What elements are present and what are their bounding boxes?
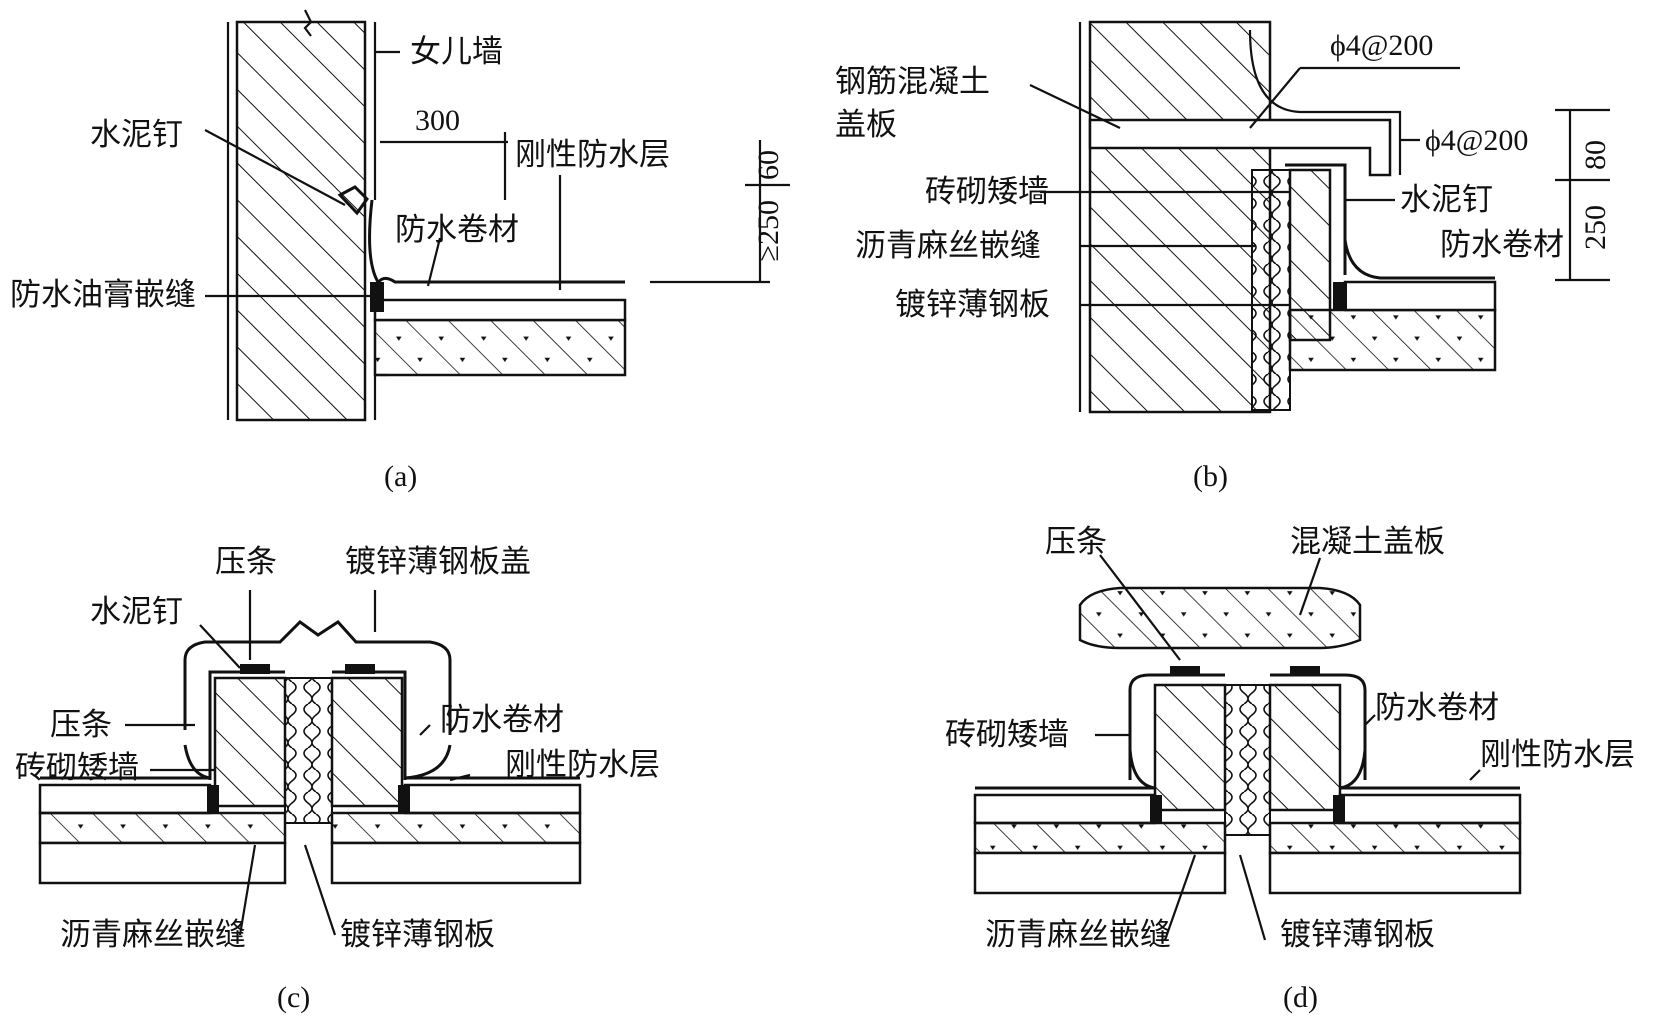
label-galv-sheet: 镀锌薄钢板: [895, 287, 1050, 323]
label-strip-top: 压条: [215, 544, 277, 580]
label-rc-cover-2: 盖板: [835, 107, 897, 143]
rc-cover-slab: [1088, 118, 1392, 177]
brick-low-wall-left: [213, 676, 287, 808]
panel-c: 压条 镀锌薄钢板盖 水泥钉 压条 砖砌矮墙 防水卷材 刚性防水层 沥青麻丝嵌缝 …: [15, 544, 660, 1014]
asphalt-jute: [284, 677, 333, 824]
roof-slab: [1288, 308, 1497, 372]
dim-250: 250: [1579, 205, 1612, 250]
panel-d: 压条 混凝土盖板 砖砌矮墙 防水卷材 刚性防水层 沥青麻丝嵌缝 镀锌薄钢板 (d…: [945, 524, 1635, 1014]
panel-b: 80 250 ϕ4@200 ϕ4@200 钢筋混凝土 盖板 砖砌矮墙 沥青麻丝嵌…: [835, 20, 1612, 493]
label-galv-sheet: 镀锌薄钢板: [340, 917, 495, 953]
label-rebar-side: ϕ4@200: [1425, 124, 1528, 157]
label-cement-nail: 水泥钉: [90, 117, 183, 153]
rigid-layer: [373, 298, 627, 322]
membrane: [1343, 239, 1495, 280]
caption-c: (c): [277, 981, 310, 1014]
label-concrete-cover: 混凝土盖板: [1290, 524, 1445, 560]
roof-slab-right: [330, 811, 582, 845]
label-rc-cover-1: 钢筋混凝土: [835, 64, 990, 100]
label-asphalt-jute: 沥青麻丝嵌缝: [985, 917, 1171, 953]
label-brick-low-wall: 砖砌矮墙: [15, 750, 139, 786]
asphalt-jute: [1224, 684, 1271, 836]
caption-b: (b): [1193, 460, 1228, 493]
label-membrane: 防水卷材: [1440, 227, 1564, 263]
galv-sheet: [1285, 163, 1347, 275]
label-rigid-layer: 刚性防水层: [515, 137, 670, 173]
brick-low-wall-right: [330, 676, 404, 808]
dim-80: 80: [1579, 140, 1612, 170]
membrane: [373, 276, 625, 291]
panel-a: 300 60 ≥250 女儿墙 水泥钉 刚性防水层 防水卷材 防水油膏嵌缝 (a…: [10, 9, 790, 493]
label-mastic-joint: 防水油膏嵌缝: [10, 277, 196, 313]
label-strip: 压条: [1045, 524, 1107, 560]
mastic-joint: [370, 282, 384, 312]
label-membrane: 防水卷材: [440, 702, 564, 738]
label-galv-cover: 镀锌薄钢板盖: [345, 544, 531, 580]
roof-slab-right: [1268, 821, 1522, 855]
label-cement-nail: 水泥钉: [1400, 182, 1493, 218]
roof-slab: [373, 318, 627, 377]
label-asphalt-jute: 沥青麻丝嵌缝: [855, 228, 1041, 264]
brick-low-wall-left: [1153, 683, 1227, 812]
parapet-wall: [235, 20, 367, 422]
left-wall: [1088, 20, 1272, 414]
label-galv-sheet: 镀锌薄钢板: [1280, 917, 1435, 953]
label-parapet: 女儿墙: [410, 34, 503, 70]
asphalt-jute: [1251, 169, 1291, 411]
label-rigid-layer: 刚性防水层: [1480, 737, 1635, 773]
label-membrane: 防水卷材: [1375, 690, 1499, 726]
caption-a: (a): [384, 460, 417, 493]
dim-250: ≥250: [752, 200, 785, 261]
label-rebar-top: ϕ4@200: [1330, 29, 1433, 62]
dim-60: 60: [752, 150, 785, 180]
label-brick-low-wall: 砖砌矮墙: [925, 174, 1049, 210]
dim-300: 300: [415, 104, 460, 137]
roof-slab-left: [38, 811, 287, 845]
label-asphalt-jute: 沥青麻丝嵌缝: [60, 917, 246, 953]
label-cement-nail: 水泥钉: [90, 594, 183, 630]
roof-slab-left: [973, 821, 1227, 855]
label-rigid-layer: 刚性防水层: [505, 747, 660, 783]
label-brick-low-wall: 砖砌矮墙: [945, 717, 1069, 753]
caption-d: (d): [1283, 981, 1318, 1014]
cement-nail: [337, 185, 369, 216]
brick-low-wall-right: [1268, 683, 1342, 812]
label-strip-side: 压条: [50, 707, 112, 743]
galv-cover: [183, 620, 452, 735]
concrete-cover: [1078, 586, 1362, 650]
label-membrane: 防水卷材: [395, 212, 519, 248]
